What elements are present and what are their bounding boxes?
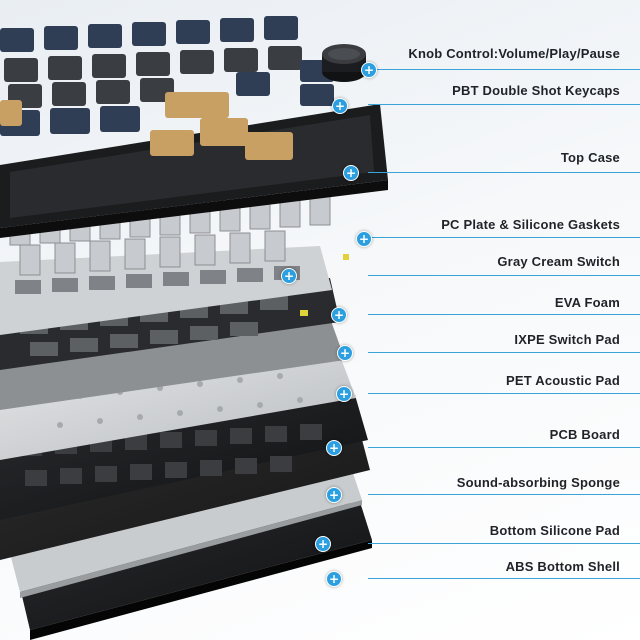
label-pcb: PCB Board bbox=[549, 427, 620, 442]
leader-line-pet bbox=[368, 393, 640, 394]
leader-line-eva-foam bbox=[368, 314, 640, 315]
volume-knob bbox=[322, 44, 366, 82]
plus-marker-icon[interactable]: + bbox=[336, 386, 352, 402]
bottom-silicone-pad-layer bbox=[0, 470, 362, 598]
label-silicone-pad: Bottom Silicone Pad bbox=[489, 523, 620, 538]
plus-marker-icon[interactable]: + bbox=[331, 307, 347, 323]
plus-marker-icon[interactable]: + bbox=[343, 165, 359, 181]
leader-line-keycaps bbox=[368, 104, 640, 105]
plus-marker-icon[interactable]: + bbox=[361, 62, 377, 78]
label-ixpe: IXPE Switch Pad bbox=[514, 332, 620, 347]
label-eva-foam: EVA Foam bbox=[554, 295, 620, 310]
leader-line-pc-plate bbox=[368, 237, 640, 238]
plus-marker-icon[interactable]: + bbox=[326, 571, 342, 587]
plus-marker-icon[interactable]: + bbox=[281, 268, 297, 284]
pc-plate-layer bbox=[0, 246, 332, 335]
label-sponge: Sound-absorbing Sponge bbox=[456, 475, 620, 490]
leader-line-sponge bbox=[368, 494, 640, 495]
label-abs-shell: ABS Bottom Shell bbox=[505, 559, 620, 574]
leader-line-knob bbox=[368, 69, 640, 70]
gray-cream-switches-layer bbox=[9, 192, 331, 276]
label-top-case: Top Case bbox=[560, 150, 620, 165]
plus-marker-icon[interactable]: + bbox=[315, 536, 331, 552]
label-knob-control: Knob Control:Volume/Play/Pause bbox=[408, 46, 620, 61]
label-pet: PET Acoustic Pad bbox=[506, 373, 620, 388]
leader-line-ixpe bbox=[368, 352, 640, 353]
switch-highlight-marks bbox=[300, 254, 349, 316]
plus-marker-icon[interactable]: + bbox=[337, 345, 353, 361]
plus-marker-icon[interactable]: + bbox=[326, 440, 342, 456]
keycaps-layer bbox=[0, 16, 334, 160]
label-switch: Gray Cream Switch bbox=[497, 254, 620, 269]
plus-marker-icon[interactable]: + bbox=[326, 487, 342, 503]
plus-marker-icon[interactable]: + bbox=[356, 231, 372, 247]
leader-line-switch bbox=[368, 275, 640, 276]
plus-marker-icon[interactable]: + bbox=[332, 98, 348, 114]
label-keycaps: PBT Double Shot Keycaps bbox=[452, 83, 620, 98]
label-pc-plate: PC Plate & Silicone Gaskets bbox=[441, 217, 620, 232]
leader-line-abs-shell bbox=[368, 578, 640, 579]
leader-line-silicone-pad bbox=[368, 543, 640, 544]
leader-line-pcb bbox=[368, 447, 640, 448]
leader-line-top-case bbox=[368, 172, 640, 173]
